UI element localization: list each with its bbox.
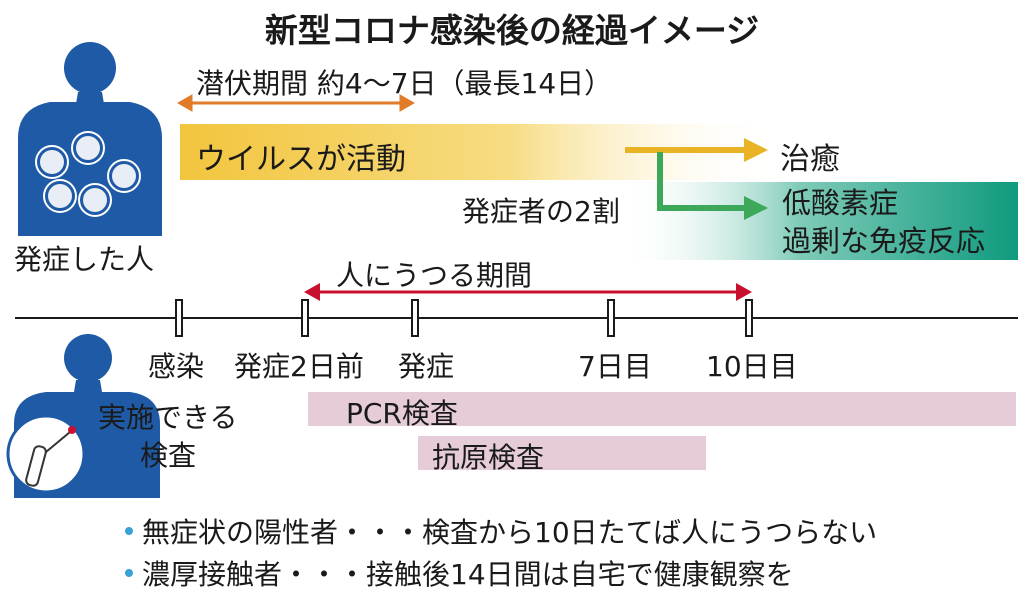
timeline-ticks [175,299,753,337]
note-bullet-1 [125,527,133,535]
virus-active-label: ウイルスが活動 [196,142,406,177]
incubation-arrow [176,94,416,112]
tests-label-line2: 検査 [140,439,197,472]
severe-bar [620,182,1018,260]
incubation-label: 潜伏期間 約4～7日（最長14日） [196,67,613,100]
tick-label-two-days-before: 発症2日前 [234,350,364,383]
tests-label-line1: 実施できる [98,401,238,434]
pcr-bar [308,392,1016,426]
test-tube-icon [25,426,76,487]
tick-label-day10: 10日目 [706,350,798,383]
diagram-title: 新型コロナ感染後の経過イメージ [264,11,760,50]
severe-label-line1: 低酸素症 [782,186,899,220]
recovery-arrow [625,138,768,162]
pcr-label: PCR検査 [346,397,458,430]
antigen-bar [418,436,706,470]
severe-label-line2: 過剰な免疫反応 [782,224,986,258]
note-bullet-2 [125,569,133,577]
contagious-arrow [304,283,752,301]
tick-label-day7: 7日目 [578,350,652,383]
severe-ratio-label: 発症者の2割 [462,195,620,228]
recovery-label: 治癒 [780,142,840,177]
tick-label-onset: 発症 [398,350,455,383]
tested-person-icon [6,334,160,498]
antigen-label: 抗原検査 [432,441,545,474]
patient-label: 発症した人 [14,243,155,276]
note-close-contact: 濃厚接触者・・・接触後14日間は自宅で健康観察を [142,558,794,591]
patient-figure-icon [18,42,162,236]
contagious-label: 人にうつる期間 [336,259,533,292]
tick-label-infection: 感染 [148,350,205,383]
note-asymptomatic: 無症状の陽性者・・・検査から10日たてば人にうつらない [142,516,878,549]
severe-arrow [657,152,768,220]
